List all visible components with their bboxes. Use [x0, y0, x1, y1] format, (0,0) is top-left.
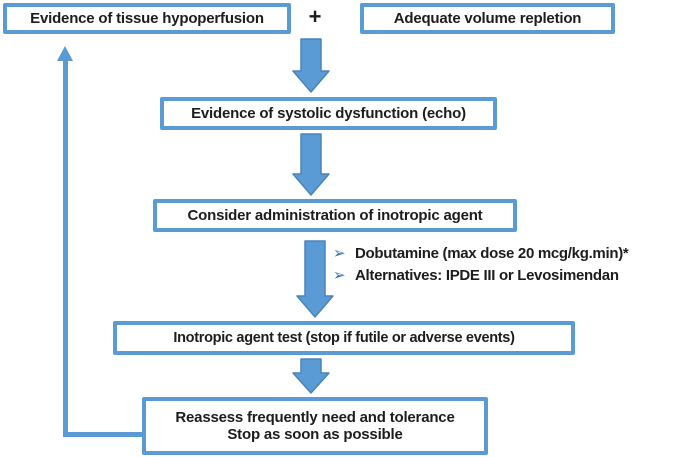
- box-tissue-hypoperfusion: Evidence of tissue hypoperfusion: [3, 3, 291, 34]
- box-reassess: Reassess frequently need and tolerance S…: [142, 397, 488, 455]
- box-inotropic-test-label: Inotropic agent test (stop if futile or …: [173, 329, 515, 346]
- down-arrow-1-icon: [292, 38, 330, 93]
- note-dobutamine-text: Dobutamine (max dose 20 mcg/kg.min)*: [355, 245, 629, 262]
- box-reassess-line2: Stop as soon as possible: [227, 426, 403, 443]
- box-systolic-dysfunction: Evidence of systolic dysfunction (echo): [160, 97, 497, 130]
- down-arrow-2-icon: [292, 133, 330, 196]
- box-consider-inotropic: Consider administration of inotropic age…: [153, 199, 517, 232]
- down-arrow-4-icon: [292, 358, 330, 394]
- list-item: ➢ Alternatives: IPDE III or Levosimendan: [333, 266, 685, 288]
- feedback-connector-horizontal: [63, 432, 142, 437]
- inotropic-notes-list: ➢ Dobutamine (max dose 20 mcg/kg.min)* ➢…: [333, 244, 685, 288]
- box-consider-inotropic-label: Consider administration of inotropic age…: [187, 206, 483, 224]
- note-alternatives-text: Alternatives: IPDE III or Levosimendan: [355, 267, 619, 284]
- feedback-up-arrowhead-icon: [57, 46, 73, 61]
- chevron-bullet-icon: ➢: [333, 267, 346, 284]
- down-arrow-3-icon: [296, 240, 334, 318]
- box-systolic-dysfunction-label: Evidence of systolic dysfunction (echo): [191, 104, 466, 122]
- box-volume-repletion-label: Adequate volume repletion: [393, 9, 582, 27]
- chevron-bullet-icon: ➢: [333, 245, 346, 262]
- box-reassess-line1: Reassess frequently need and tolerance: [175, 408, 455, 426]
- box-volume-repletion: Adequate volume repletion: [360, 3, 615, 34]
- list-item: ➢ Dobutamine (max dose 20 mcg/kg.min)*: [333, 244, 685, 266]
- box-tissue-hypoperfusion-label: Evidence of tissue hypoperfusion: [30, 9, 264, 27]
- box-inotropic-test: Inotropic agent test (stop if futile or …: [113, 321, 575, 355]
- plus-sign: +: [308, 4, 322, 29]
- feedback-connector-vertical: [63, 59, 68, 437]
